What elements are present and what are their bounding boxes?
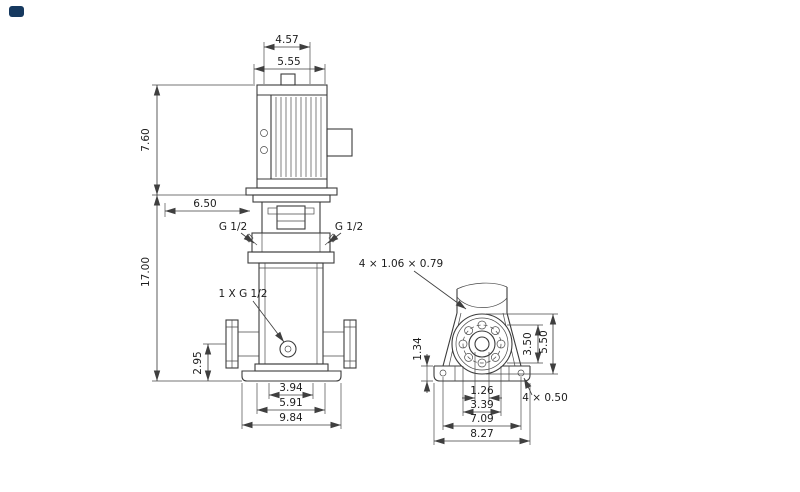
port-flange-left-detail: [226, 320, 259, 368]
hole-note-leader: [523, 377, 533, 396]
coupling-bolt-left: [267, 207, 278, 215]
dim-base-plate-height: 1.34: [412, 337, 424, 361]
coupling-split-lines: [277, 213, 305, 222]
dim-total-height: 17.00: [140, 257, 152, 287]
drain-plug-boss: [279, 340, 297, 358]
ext-lines-top: [253, 42, 326, 84]
flange-raised-face: [455, 317, 509, 371]
body-section-walls: [456, 287, 508, 313]
port-bore-circle: [474, 336, 490, 352]
vent-port-right-label: G 1/2: [335, 221, 363, 233]
dim-motor-height: 7.60: [140, 128, 152, 151]
port-flange-right-detail: [323, 320, 356, 368]
motor-cooling-fins: [275, 97, 322, 177]
dim-flange-vertical: 5.50: [538, 330, 550, 353]
motor-plug-lower: [260, 146, 268, 154]
dimensions-base: 4 × 1.06 × 0.79 1.34 3.50 5.50 1.26 3.39…: [359, 258, 568, 445]
flange-outer-circle: [451, 313, 513, 375]
motor-flange-upper: [245, 187, 338, 196]
dim-foot-hole-spacing: 7.09: [470, 413, 493, 425]
dim-base-plate-width: 8.27: [470, 428, 493, 440]
ext-lines-left: [152, 84, 255, 382]
dim-fan-cover-width: 4.57: [275, 34, 298, 46]
body-flare: [442, 312, 522, 367]
sleeve-lines: [259, 263, 323, 364]
dim-bolt-circle-horizontal: 3.39: [470, 399, 493, 411]
motor-flange-lower: [252, 194, 331, 203]
motor: [245, 73, 353, 203]
foot-hole-left: [439, 369, 447, 377]
base-skirt: [254, 363, 329, 372]
vent-port-left-leader: [240, 232, 255, 244]
foot-hole-right: [517, 369, 525, 377]
pump-head-inner-lines: [261, 233, 321, 252]
motor-stool-sides: [261, 202, 321, 233]
motor-top-cap: [280, 73, 296, 86]
base-plate-side: [433, 366, 531, 382]
ext-lines-5-50: [486, 313, 558, 375]
bolt-circle: [462, 324, 502, 364]
terminal-box: [326, 128, 353, 157]
dim-port-bore: 1.26: [470, 385, 494, 397]
hole-note-label: 4 × 0.50: [522, 392, 568, 404]
dim-head-clearance: 6.50: [193, 198, 216, 210]
ext-lines-bottom-front: [241, 383, 342, 429]
vent-port-right-leader: [327, 232, 342, 244]
drain-port-label: 1 X G 1/2: [219, 288, 268, 300]
drain-port-leader: [252, 300, 285, 343]
motor-plug-upper: [260, 129, 268, 137]
ext-lines-bottom-base: [433, 352, 531, 445]
dim-motor-width: 5.55: [277, 56, 300, 68]
dim-flange-spacing: 3.94: [279, 382, 303, 394]
logo-mark: [9, 6, 24, 17]
pipe-circle: [468, 330, 496, 358]
vent-port-left-label: G 1/2: [219, 221, 247, 233]
pump-head-block: [251, 232, 331, 253]
foot-pad-lines: [454, 366, 510, 381]
pump-head: [244, 202, 338, 253]
slot-note-leader: [413, 270, 467, 310]
drain-plug: [284, 345, 292, 353]
front-view: 4.57 5.55 7.60 17.00 6.50 G 1/2 G 1/2 1 …: [140, 34, 363, 429]
coupling-bolt-right: [304, 207, 315, 215]
body-break-line: [456, 282, 508, 290]
motor-bands: [257, 94, 327, 180]
dim-bolt-circle-vertical: 3.50: [522, 332, 534, 355]
dimensions-front: 4.57 5.55 7.60 17.00 6.50 G 1/2 G 1/2 1 …: [140, 34, 363, 429]
port-flange-face: [451, 313, 513, 375]
base-view: 4 × 1.06 × 0.79 1.34 3.50 5.50 1.26 3.39…: [359, 258, 568, 445]
body-inner-curve: [456, 296, 508, 308]
shaft-coupling: [276, 205, 306, 230]
pump-body: [225, 251, 357, 382]
flange-bolt-holes: [458, 320, 506, 368]
slot-note-label: 4 × 1.06 × 0.79: [359, 258, 443, 270]
dim-overall-width: 9.84: [279, 412, 303, 424]
dim-port-height: 2.95: [192, 351, 204, 374]
dim-base-inner-width: 5.91: [279, 397, 302, 409]
base-plate-front: [241, 370, 342, 382]
chamber-top-flange: [247, 251, 335, 264]
motor-body: [256, 84, 328, 189]
